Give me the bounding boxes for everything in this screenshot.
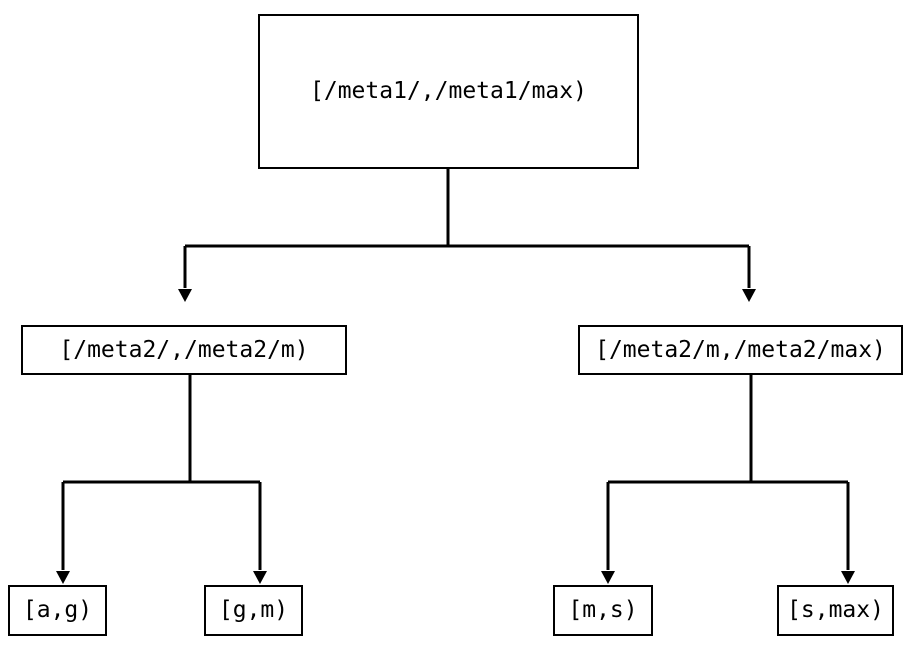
edge-root-to-mid-right [742, 246, 756, 302]
tree-node-mid-right-label: [/meta2/m,/meta2/max) [595, 336, 886, 363]
tree-node-leaf-gm[interactable]: [g,m) [204, 585, 303, 636]
tree-node-leaf-ms[interactable]: [m,s) [553, 585, 653, 636]
edge-mid-left-to-leaf-ag [56, 482, 70, 584]
tree-node-root-label: [/meta1/,/meta1/max) [310, 78, 587, 104]
tree-node-leaf-ag-label: [a,g) [22, 597, 93, 623]
tree-node-mid-right[interactable]: [/meta2/m,/meta2/max) [578, 325, 903, 375]
edge-mid-right-to-leaf-smax [841, 482, 855, 584]
tree-node-leaf-ag[interactable]: [a,g) [8, 585, 107, 636]
edge-mid-left-to-leaf-gm [253, 482, 267, 584]
arrowhead-icon [56, 571, 70, 584]
tree-node-leaf-smax[interactable]: [s,max) [777, 585, 894, 636]
tree-node-mid-left[interactable]: [/meta2/,/meta2/m) [21, 325, 347, 375]
arrowhead-icon [601, 571, 615, 584]
tree-node-leaf-ms-label: [m,s) [568, 597, 638, 623]
arrowhead-icon [841, 571, 855, 584]
edge-mid-right-to-leaf-ms [601, 482, 615, 584]
arrowhead-icon [742, 289, 756, 302]
tree-node-mid-left-label: [/meta2/,/meta2/m) [59, 336, 309, 363]
arrowhead-icon [253, 571, 267, 584]
tree-node-leaf-smax-label: [s,max) [787, 597, 884, 623]
tree-node-leaf-gm-label: [g,m) [218, 597, 289, 623]
tree-node-root[interactable]: [/meta1/,/meta1/max) [258, 14, 639, 169]
arrowhead-icon [178, 289, 192, 302]
edge-root-to-mid-left [178, 246, 192, 302]
